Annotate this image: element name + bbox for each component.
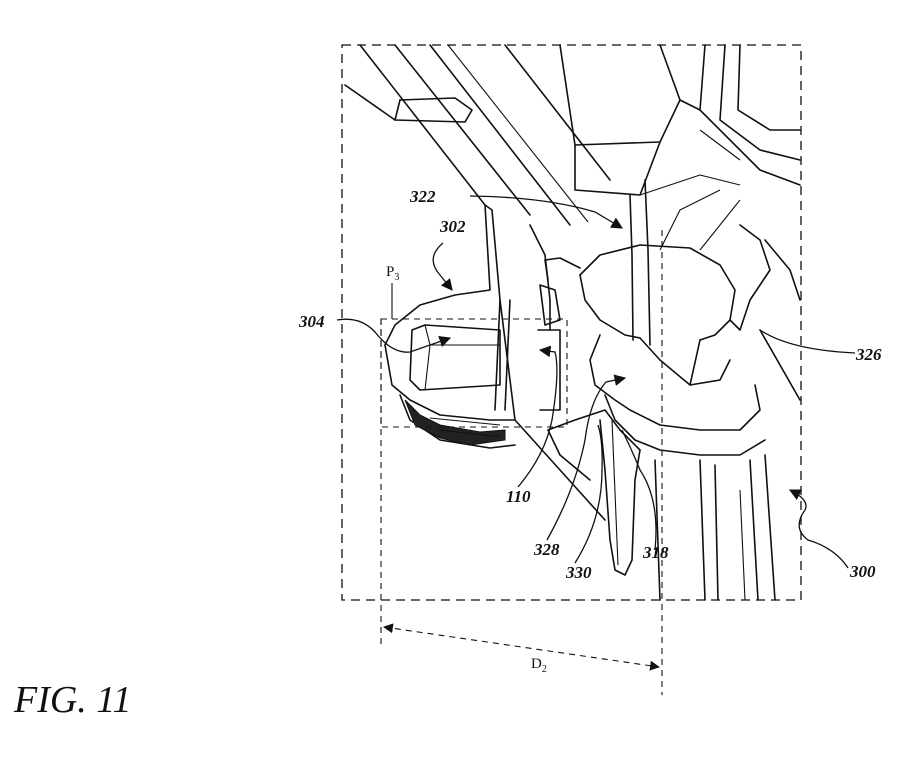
label-322: 322: [409, 187, 436, 206]
label-300: 300: [849, 562, 876, 581]
label-330: 330: [565, 563, 592, 582]
label-328: 328: [533, 540, 560, 559]
label-d2: D2: [531, 656, 547, 675]
label-318: 318: [642, 543, 669, 562]
leader-110: [518, 350, 557, 487]
connector-body-302: [385, 205, 605, 520]
upper-housing: [560, 45, 800, 195]
leader-326: [760, 330, 855, 353]
latch-tab: [538, 258, 580, 410]
central-hub: [580, 180, 800, 400]
leader-300: [790, 490, 848, 568]
label-304: 304: [298, 312, 325, 331]
label-326: 326: [855, 345, 882, 364]
d2-dimension-arrow: [384, 627, 659, 667]
leader-304: [337, 319, 450, 352]
figure-title: FIG. 11: [13, 679, 132, 721]
label-302: 302: [439, 217, 466, 236]
upper-rail: [345, 45, 610, 225]
leader-330: [575, 425, 602, 563]
label-p3: P3: [386, 264, 399, 283]
label-110: 110: [506, 487, 531, 506]
leader-302: [433, 243, 452, 290]
